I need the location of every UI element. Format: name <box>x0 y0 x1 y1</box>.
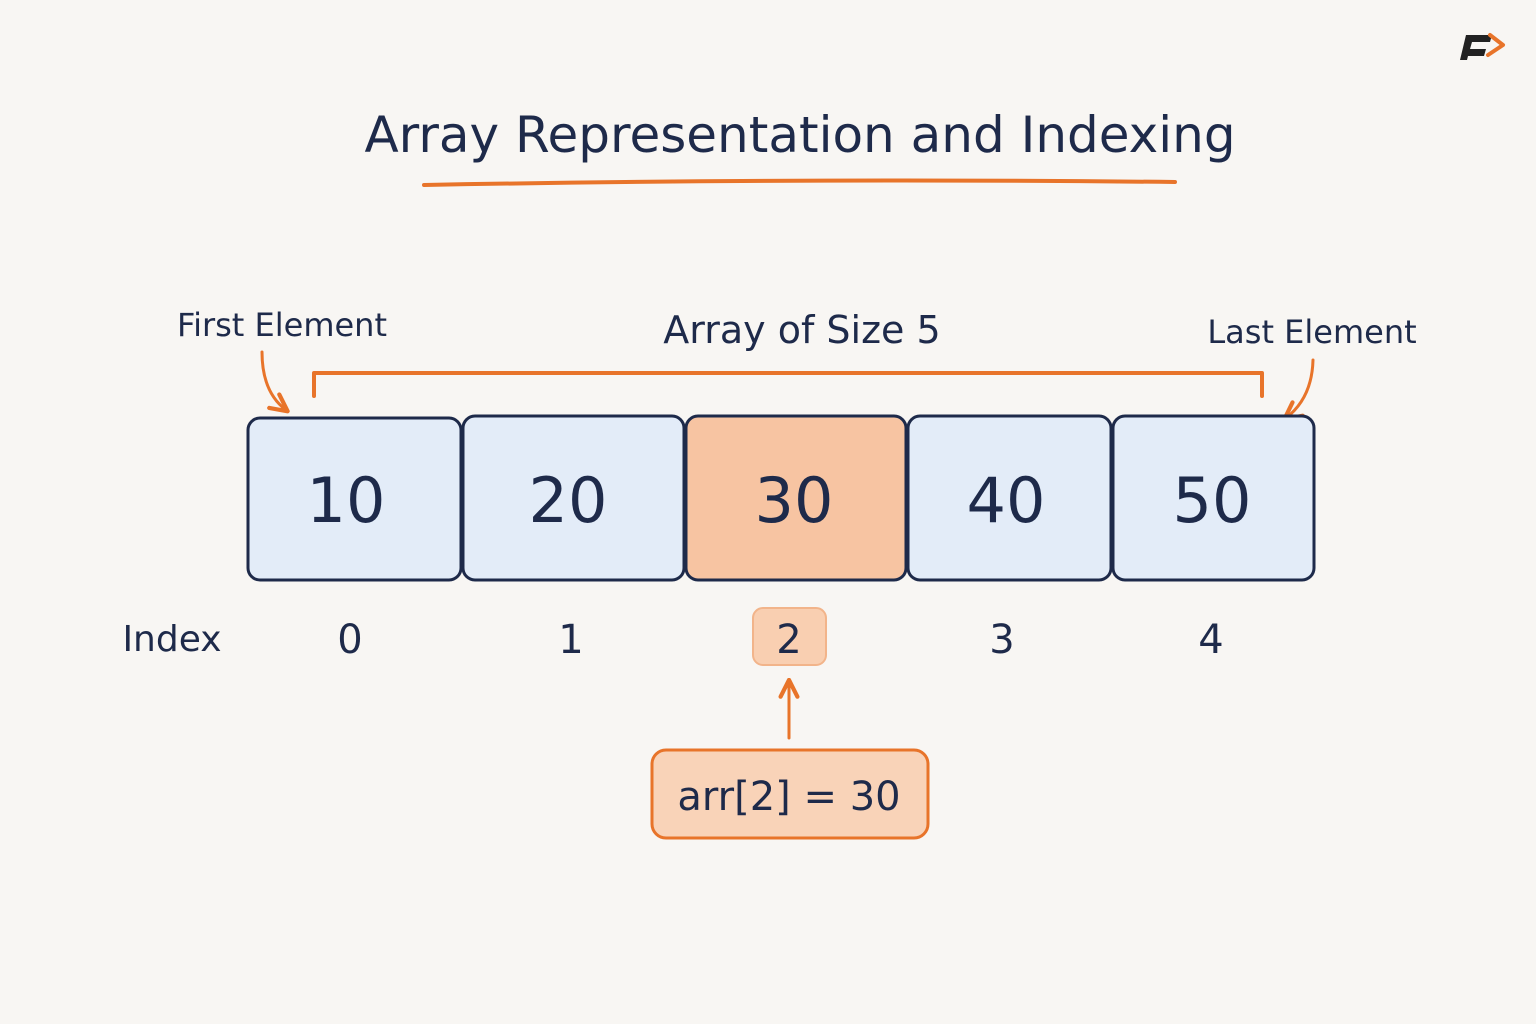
array-cell-value: 30 <box>755 464 834 537</box>
array-cell: 50 <box>1111 414 1316 582</box>
array-cell-box <box>461 414 686 582</box>
array-size-bracket <box>312 371 1264 398</box>
index-number: 1 <box>558 617 583 663</box>
index-number: 3 <box>989 617 1014 663</box>
array-cell-box <box>1111 414 1316 582</box>
access-callout-box <box>650 748 930 840</box>
diagram-title: Array Representation and Indexing <box>364 106 1235 164</box>
array-cell-value: 40 <box>967 464 1046 537</box>
index-number: 4 <box>1198 617 1223 663</box>
first-element-label: First Element <box>177 306 387 344</box>
index-highlight-box <box>752 607 827 666</box>
array-cell-value: 20 <box>529 464 608 537</box>
array-cell-value: 10 <box>307 464 386 537</box>
index-number: 0 <box>337 617 362 663</box>
array-cell: 40 <box>906 414 1113 582</box>
last-element-label: Last Element <box>1207 313 1416 351</box>
array-cell-value: 50 <box>1173 464 1252 537</box>
array-cell-box <box>906 414 1113 582</box>
array-cell-box <box>684 414 908 582</box>
index-row-label: Index <box>122 619 221 660</box>
array-cell-box <box>246 416 463 582</box>
brand-logo-icon <box>1460 33 1505 60</box>
array-cell: 10 <box>246 416 463 582</box>
title-underline <box>422 178 1177 187</box>
array-cell-highlighted: 30 <box>684 414 908 582</box>
access-callout-text: arr[2] = 30 <box>677 774 900 820</box>
last-element-arrow <box>1282 358 1315 422</box>
index-number-highlighted: 2 <box>776 617 801 663</box>
array-cell: 20 <box>461 414 686 582</box>
first-element-arrow <box>260 350 290 414</box>
array-size-label: Array of Size 5 <box>663 308 940 352</box>
